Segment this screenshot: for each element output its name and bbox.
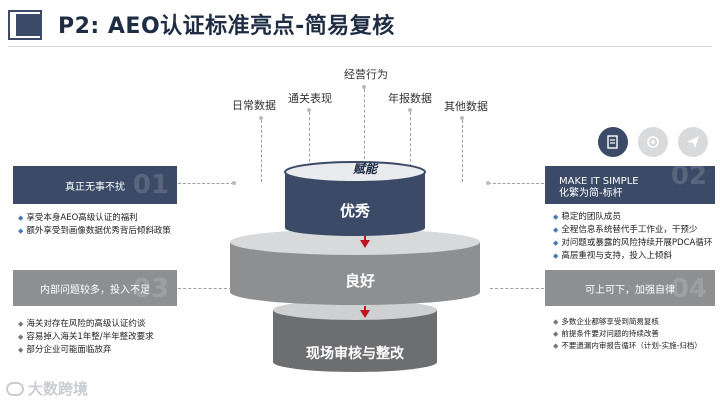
arrow-stem-2 <box>364 306 366 310</box>
cylinder-top-label: 优秀 <box>339 202 370 220</box>
label-business-behavior: 经营行为 <box>344 68 388 81</box>
settings-icon[interactable] <box>638 127 668 157</box>
title-mark-fill <box>16 14 42 36</box>
list-item: ◆对问题或暴露的风险持续开展PDCA循环 <box>553 238 713 248</box>
right-box-1-header: MAKE IT SIMPLE 化繁为简-标杆 02 <box>545 166 715 204</box>
list-item: ◆前提条件要对问题的持续改善 <box>553 329 659 338</box>
right-box-2-title: 可上可下，加强自律 <box>585 284 675 296</box>
left-box-1-list: ◆享受本身AEO高级认证的福利 ◆额外享受到画像数据优秀背后倾斜政策 <box>18 212 180 238</box>
dot-annual <box>408 108 412 112</box>
right-box-1-title-cn: 化繁为简-标杆 <box>559 188 623 199</box>
right-box-1-title-en: MAKE IT SIMPLE <box>559 176 639 187</box>
watermark: 大数跨境 <box>6 378 88 399</box>
dot-business <box>362 85 366 89</box>
connector-left-bottom <box>178 288 232 289</box>
list-item: ◆容易掉入海关1年整/半年整改要求 <box>18 332 154 342</box>
left-box-2-number: 03 <box>132 274 169 304</box>
cylinder-middle <box>230 229 480 305</box>
dot-other <box>460 116 464 120</box>
list-item: ◆享受本身AEO高级认证的福利 <box>18 213 138 223</box>
left-box-1-number: 01 <box>132 170 169 200</box>
label-other-data: 其他数据 <box>444 100 488 113</box>
connector-right-top <box>488 183 544 184</box>
dot-daily <box>259 116 263 120</box>
cylinder-top <box>284 161 426 236</box>
dot-customs <box>307 108 311 112</box>
title-bar: P2: AEO认证标准亮点-简易复核 <box>0 0 720 50</box>
label-customs-performance: 通关表现 <box>288 92 332 105</box>
line-other <box>462 120 463 182</box>
left-box-1-title: 真正无事不扰 <box>65 181 125 193</box>
left-box-2-list: ◆海关对存在风险的高级认证约谈 ◆容易掉入海关1年整/半年整改要求 ◆部分企业可… <box>18 318 180 357</box>
label-annual-report: 年报数据 <box>388 92 432 105</box>
page-title: P2: AEO认证标准亮点-简易复核 <box>58 14 395 39</box>
arrow-stem-1 <box>364 236 366 240</box>
right-box-1-list: ◆稳定的团队成员 ◆全程信息系统替代手工作业，干预少 ◆对问题或暴露的风险持续开… <box>553 211 718 263</box>
arrow-down-1 <box>360 240 370 248</box>
cylinder-stack <box>230 161 480 372</box>
list-item: ◆海关对存在风险的高级认证约谈 <box>18 319 146 329</box>
cylinder-bottom-label: 现场审核与整改 <box>306 346 404 362</box>
right-box-2-number: 04 <box>670 274 707 304</box>
watermark-text: 大数跨境 <box>28 380 89 398</box>
line-customs <box>309 112 310 167</box>
connector-right-bottom <box>490 288 544 289</box>
connector-left-top <box>178 183 234 184</box>
list-item: ◆高层重视与支持，投入上倾斜 <box>553 251 672 261</box>
line-business <box>364 89 365 159</box>
left-box-2-title: 内部问题较多，投入不足 <box>40 284 150 296</box>
label-daily-data: 日常数据 <box>232 99 276 112</box>
edit-icon[interactable] <box>598 127 628 157</box>
cylinder-top-caption: 赋能 <box>352 162 377 176</box>
line-daily <box>261 120 262 182</box>
arrow-down-2 <box>360 310 370 318</box>
list-item: ◆多数企业都够享受到简易复核 <box>553 317 659 326</box>
list-item: ◆部分企业可能面临放弃 <box>18 345 112 355</box>
right-box-2-list: ◆多数企业都够享受到简易复核 ◆前提条件要对问题的持续改善 ◆不要遗漏内审报告循… <box>553 316 718 352</box>
cylinder-middle-label: 良好 <box>344 272 375 290</box>
left-box-1-header: 真正无事不扰 01 <box>13 166 177 204</box>
send-icon[interactable] <box>678 127 708 157</box>
list-item: ◆稳定的团队成员 <box>553 212 621 222</box>
connector-dot-left-top <box>232 181 236 185</box>
right-box-2-header: 可上可下，加强自律 04 <box>545 270 715 306</box>
watermark-logo-icon <box>6 381 24 396</box>
line-annual <box>410 112 411 167</box>
right-box-1-number: 02 <box>670 166 707 191</box>
left-box-2-header: 内部问题较多，投入不足 03 <box>13 270 177 306</box>
connector-dot-right-top <box>486 181 490 185</box>
list-item: ◆全程信息系统替代手工作业，干预少 <box>553 225 698 235</box>
list-item: ◆不要遗漏内审报告循环（计划-实施-归档） <box>553 341 702 350</box>
title-divider <box>8 46 712 47</box>
list-item: ◆额外享受到画像数据优秀背后倾斜政策 <box>18 226 171 236</box>
cylinder-bottom <box>273 300 437 372</box>
